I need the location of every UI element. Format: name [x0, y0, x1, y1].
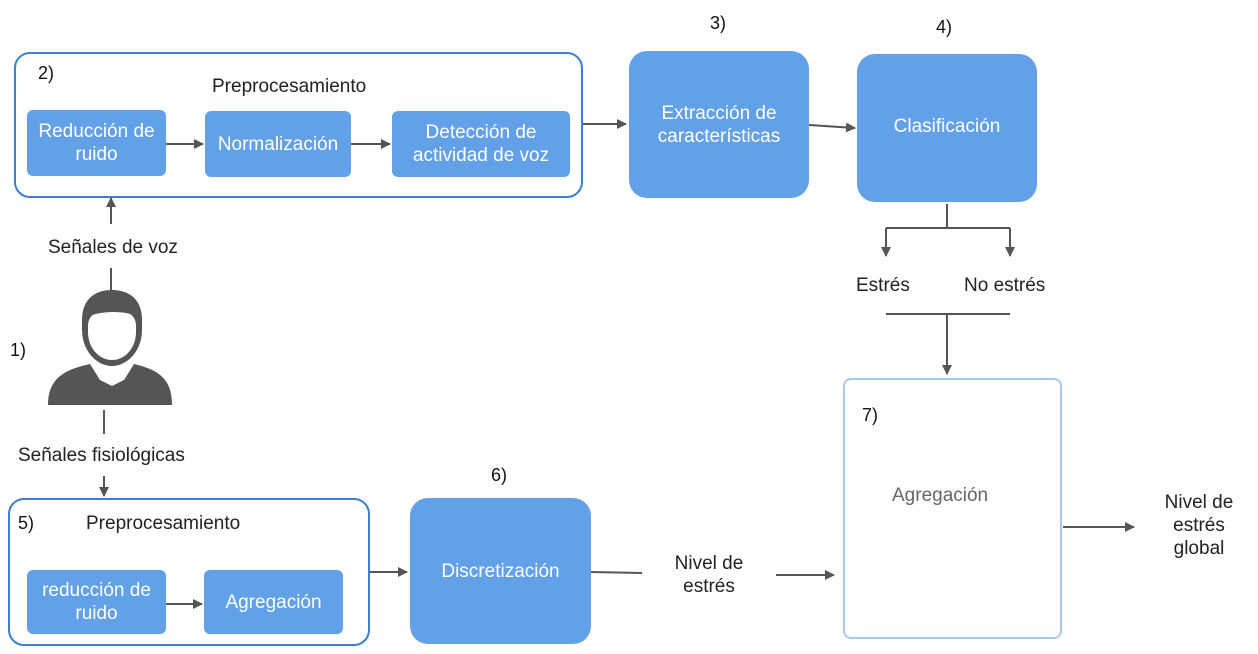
step-7-label: 7) [862, 405, 879, 425]
aggregation-box [843, 378, 1062, 639]
global-stress-level-label: Nivel de estrés global [1164, 492, 1234, 559]
aggregation-label: Agregación [892, 485, 989, 506]
aggregation-physio-box: Agregación [204, 570, 343, 634]
physiological-signals-label: Señales fisiológicas [18, 445, 185, 466]
no-stress-label: No estrés [964, 275, 1046, 296]
noise-reduction-voice-box: Reducción de ruido [27, 110, 166, 176]
step-3-label: 3) [710, 13, 727, 33]
stress-label: Estrés [856, 275, 910, 296]
classification-box: Clasificación [857, 54, 1037, 202]
stress-level-label: Nivel de estrés [674, 553, 744, 597]
noise-reduction-physio-box: reducción de ruido [27, 570, 166, 634]
step-5-label: 5) [18, 513, 35, 533]
preprocessing-physio-title: Preprocesamiento [86, 513, 241, 534]
step-4-label: 4) [936, 17, 953, 37]
preprocessing-voice-title: Preprocesamiento [212, 76, 367, 97]
voice-signals-label: Señales de voz [48, 237, 178, 258]
person-icon [48, 290, 172, 405]
preprocessing-voice-group [14, 52, 583, 198]
voice-activity-detection-box: Detección de actividad de voz [392, 111, 570, 177]
step-2-label: 2) [38, 63, 55, 83]
step-6-label: 6) [491, 465, 508, 485]
normalization-box: Normalización [205, 111, 351, 177]
discretization-box: Discretización [410, 498, 591, 644]
line-disc-to-level [590, 571, 643, 574]
feature-extraction-box: Extracción de características [629, 51, 809, 198]
arrow-features-to-class [808, 122, 856, 133]
step-1-label: 1) [10, 340, 27, 360]
preprocessing-physio-group [8, 498, 370, 646]
